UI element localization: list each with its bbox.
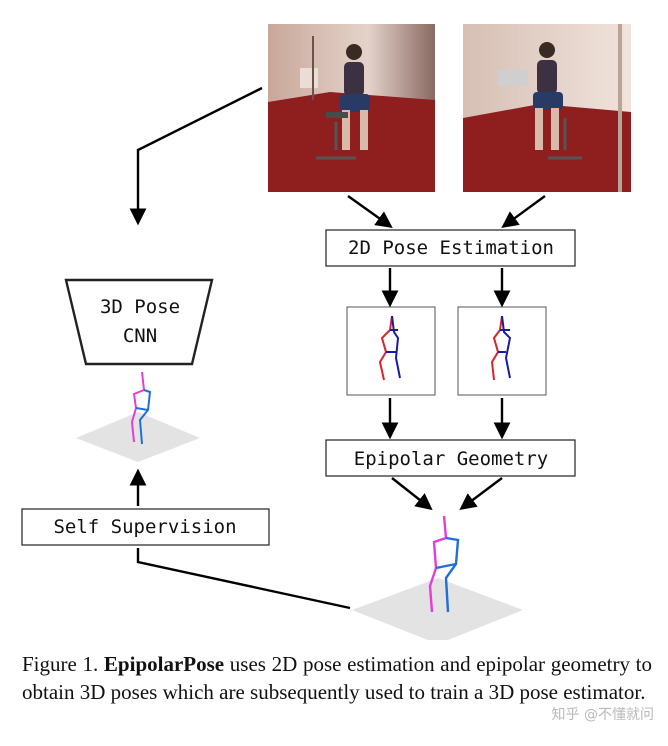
flow-arrows (129, 86, 546, 610)
arrow-epipolar-to-3d-left (391, 477, 433, 511)
caption-method-name: EpipolarPose (103, 652, 225, 676)
arrow-epipolar-to-3d-right (459, 477, 503, 511)
caption-text: uses 2D pose estimation and epipolar geo… (22, 652, 653, 704)
cnn-label-line1: 3D Pose (100, 296, 180, 318)
self-supervision-label: Self Supervision (53, 516, 236, 538)
pose-3d-small-output (76, 371, 200, 462)
pose-2d-panel-left (346, 306, 436, 396)
caption-prefix: Figure 1. (22, 652, 99, 676)
line-3d-to-supervision (136, 548, 351, 610)
pose-2d-panel-right (457, 306, 547, 396)
epipolar-geometry-label: Epipolar Geometry (354, 448, 548, 470)
arrow-photo1-to-2d (347, 195, 393, 228)
camera-view-1-photo (268, 24, 435, 192)
arrow-photo-to-cnn (129, 86, 263, 226)
pose-2d-estimation-box: 2D Pose Estimation (325, 229, 576, 267)
pose-3d-large-triangulated (352, 515, 523, 640)
figure-caption: Figure 1. EpipolarPose uses 2D pose esti… (22, 650, 652, 706)
arrow-photo2-to-2d (501, 195, 546, 228)
epipolar-geometry-box: Epipolar Geometry (325, 439, 576, 477)
self-supervision-box: Self Supervision (21, 508, 270, 546)
camera-view-2-photo (463, 24, 631, 192)
cnn-label-line2: CNN (123, 325, 157, 347)
epipolarpose-diagram: 2D Pose Estimation Epipolar Geometry 3D … (21, 24, 631, 640)
pose-2d-estimation-label: 2D Pose Estimation (348, 237, 554, 259)
watermark-text: 知乎 @不懂就问 (551, 707, 654, 723)
pose-3d-cnn-block: 3D Pose CNN (64, 278, 214, 366)
